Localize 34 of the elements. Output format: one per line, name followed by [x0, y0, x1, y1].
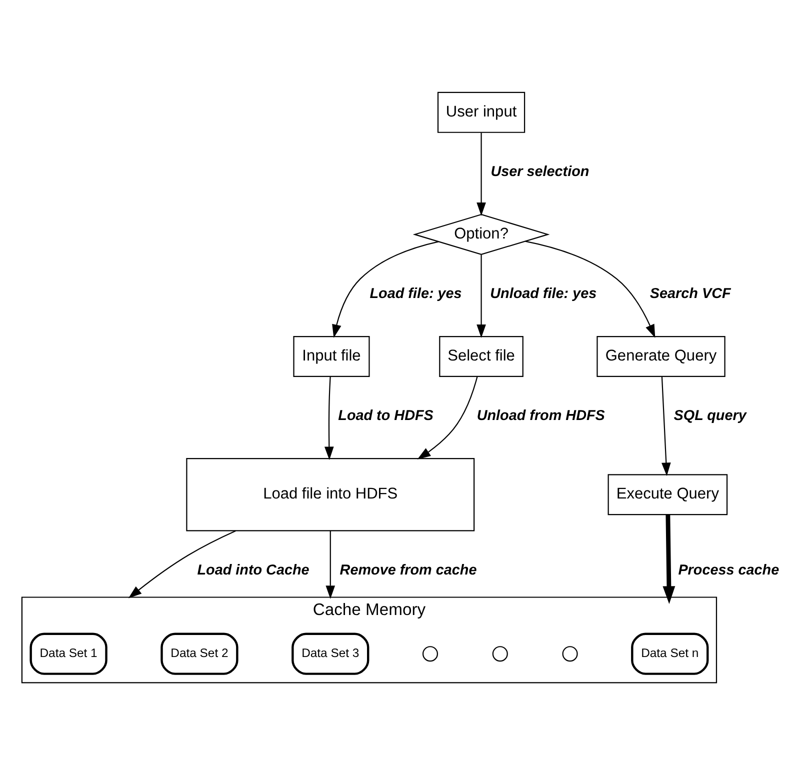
- node-circle: [562, 646, 578, 662]
- edge-label: Load to HDFS: [338, 408, 434, 424]
- node-box: Data Set n: [631, 632, 709, 675]
- edge-label: SQL query: [674, 408, 746, 424]
- edge-label: Process cache: [678, 562, 780, 578]
- node-diamond: Option?: [412, 214, 550, 255]
- edge-label: Search VCF: [650, 286, 731, 302]
- arrow: [661, 376, 671, 476]
- edge-label: Unload from HDFS: [476, 408, 605, 424]
- node-box: Input file: [293, 336, 370, 378]
- node-box: Generate Query: [596, 336, 726, 378]
- edge-label: Unload file: yes: [490, 286, 597, 302]
- node-box: Data Set 2: [160, 632, 238, 675]
- arrow: [476, 132, 486, 216]
- node-box: User input: [437, 92, 526, 133]
- arrow: [476, 254, 486, 338]
- edge-label: User selection: [490, 164, 590, 180]
- edge-label: Load into Cache: [197, 562, 310, 578]
- arrow: [326, 530, 336, 599]
- node-circle: [492, 646, 508, 662]
- node-circle: [422, 646, 438, 662]
- edge-label: Remove from cache: [340, 562, 477, 578]
- arrow: [525, 240, 656, 338]
- node-box: Load file into HDFS: [186, 458, 475, 532]
- node-box: Execute Query: [608, 474, 728, 516]
- node-box: Select file: [439, 336, 524, 378]
- arrow: [417, 376, 478, 460]
- arrow: [332, 241, 439, 338]
- edge-label: Load file: yes: [370, 286, 462, 302]
- arrow: [324, 376, 334, 460]
- arrow: [662, 514, 676, 604]
- node-box: Data Set 1: [30, 632, 108, 675]
- node-box: Data Set 3: [292, 632, 370, 675]
- arrow: [128, 530, 236, 598]
